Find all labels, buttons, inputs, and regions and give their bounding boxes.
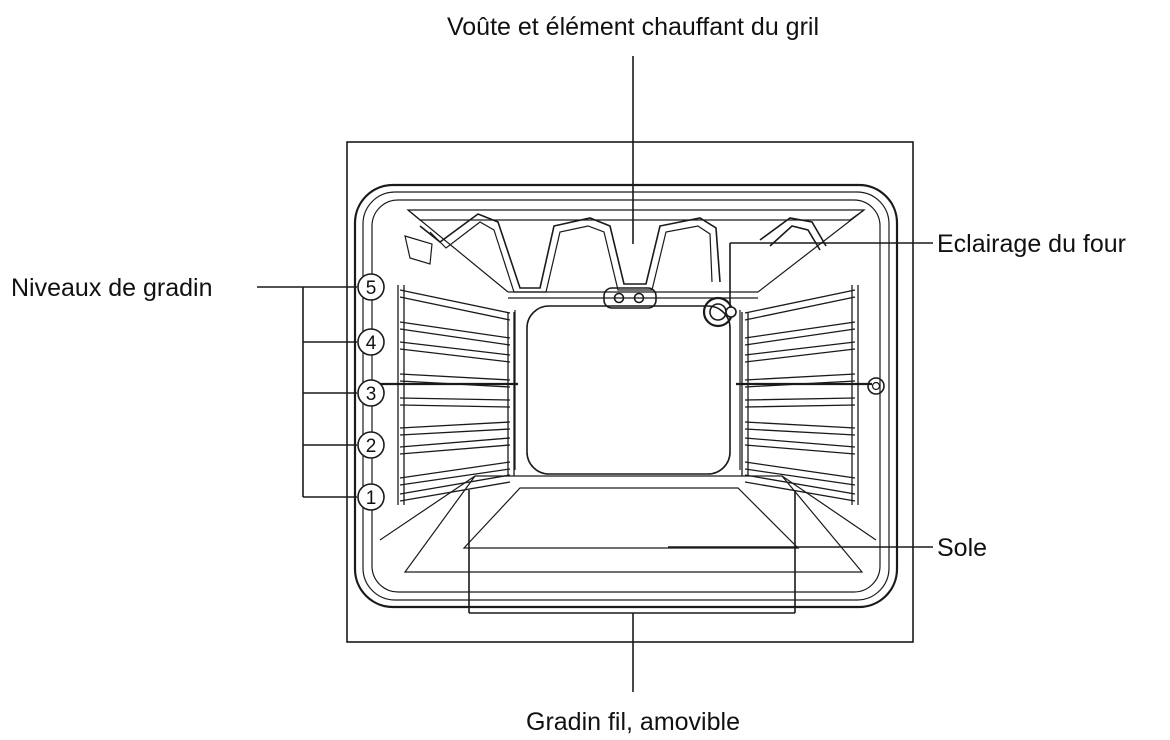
label-grill-element: Voûte et élément chauffant du gril [447,13,819,41]
grill-bracket-screw-right [633,292,645,304]
shelf-level-number: 4 [366,333,377,354]
oven-floor [403,475,864,573]
right-rack-rod [744,397,856,408]
left-rack-rod [399,474,511,502]
right-rack-rod [744,421,856,436]
corner-tab [404,235,433,265]
shelf-level-number: 3 [366,384,377,405]
oven-floor-raised [462,487,800,549]
ceiling-edge-left [407,209,509,293]
right-rack-rod [744,474,856,502]
oven-cavity-seal [371,199,881,593]
right-rack-rod [744,321,856,346]
shelf-level-3: 3 [357,379,385,407]
oven-lamp-bulb [725,306,737,318]
shelf-level-circle [357,273,385,301]
right-side-knob-center [871,381,881,391]
grill-bracket-screw-left [613,292,625,304]
shelf-level-markers: 5 4 3 2 1 [357,273,385,511]
left-rack-rod [399,321,511,346]
left-rack-rod [399,289,511,321]
right-side-knob [867,377,885,395]
left-rack-rod [399,437,511,455]
shelf-level-1: 1 [357,483,385,511]
shelf-level-2: 2 [357,431,385,459]
shelf-level-number: 1 [366,488,377,509]
shelf-level-4: 4 [357,328,385,356]
oven-cavity-inner-outline [362,191,890,601]
ceiling-edge-right [757,209,865,293]
shelf-level-circle [357,483,385,511]
left-rack-rod [399,397,511,408]
grill-heating-element [419,213,721,289]
right-rack-rod [744,461,856,486]
right-rack-rod [744,437,856,455]
shelf-level-number: 2 [366,436,377,457]
left-wire-rack [397,285,515,505]
grill-heating-element-right [759,217,827,251]
shelf-level-circle [357,379,385,407]
left-wall-bottom-edge [379,475,476,541]
left-rack-rod [399,341,511,363]
left-rack-rod [399,421,511,436]
right-rack-rod [744,341,856,363]
grill-heating-element-inner [429,221,713,293]
right-rack-rod [744,289,856,321]
left-rack-rod [399,461,511,486]
grill-bracket [603,287,657,309]
oven-cavity-outline [353,183,899,609]
label-shelf-levels: Niveaux de gradin [11,274,213,302]
shelf-level-5: 5 [357,273,385,301]
label-oven-light: Eclairage du four [937,230,1126,258]
oven-front-frame [346,141,914,643]
label-wire-rack: Gradin fil, amovible [526,708,740,736]
right-wall-bottom-edge [781,475,877,541]
label-oven-floor: Sole [937,534,987,562]
shelf-level-circle [357,328,385,356]
right-wire-rack [741,285,859,505]
shelf-level-number: 5 [366,278,377,299]
oven-back-wall [526,305,731,475]
shelf-level-circle [357,431,385,459]
